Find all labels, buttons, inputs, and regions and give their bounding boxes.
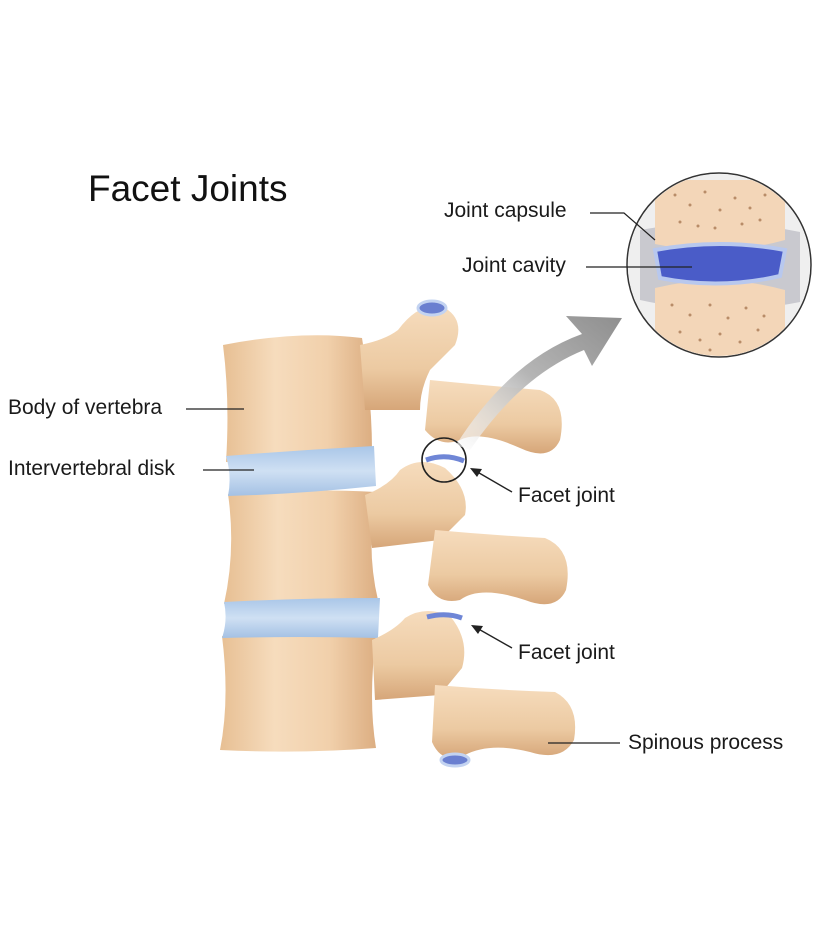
label-body-of-vertebra: Body of vertebra xyxy=(8,396,163,419)
arrow-facet-joint-lower xyxy=(471,625,513,649)
magnify-arrow xyxy=(456,316,622,450)
label-facet-joint-lower: Facet joint xyxy=(518,641,615,664)
arrow-facet-joint-upper xyxy=(470,468,513,493)
label-spinous-process: Spinous process xyxy=(628,731,784,754)
magnified-joint-view xyxy=(626,172,812,358)
label-joint-capsule: Joint capsule xyxy=(444,199,567,222)
lower-pedicle xyxy=(372,610,465,700)
vertebral-body-middle xyxy=(224,490,378,604)
joint-cavity-shape xyxy=(652,242,788,286)
facet-joint-upper-line xyxy=(425,454,465,464)
leader-joint-capsule xyxy=(590,212,656,241)
label-facet-joint-upper: Facet joint xyxy=(518,484,615,507)
bone-texture-dots xyxy=(670,190,767,352)
facet-joint-highlight-circle xyxy=(421,437,467,483)
facet-joint-lower-line xyxy=(426,612,463,621)
upper-facet-cap xyxy=(416,299,448,317)
vertebral-body-bottom xyxy=(220,635,376,752)
lower-facet-cap xyxy=(439,752,471,768)
intervertebral-disk-upper xyxy=(226,446,376,496)
label-intervertebral-disk: Intervertebral disk xyxy=(8,457,175,480)
middle-pedicle xyxy=(365,461,466,548)
vertebral-body-top xyxy=(223,335,372,462)
lower-bone-head xyxy=(655,280,785,356)
upper-pedicle xyxy=(360,306,459,410)
diagram-title: Facet Joints xyxy=(88,168,288,209)
spinous-process-lower xyxy=(432,685,576,759)
spinous-process-middle xyxy=(428,530,568,605)
upper-bone-head xyxy=(655,180,785,251)
label-joint-cavity: Joint cavity xyxy=(462,254,566,277)
intervertebral-disk-lower xyxy=(222,598,380,638)
